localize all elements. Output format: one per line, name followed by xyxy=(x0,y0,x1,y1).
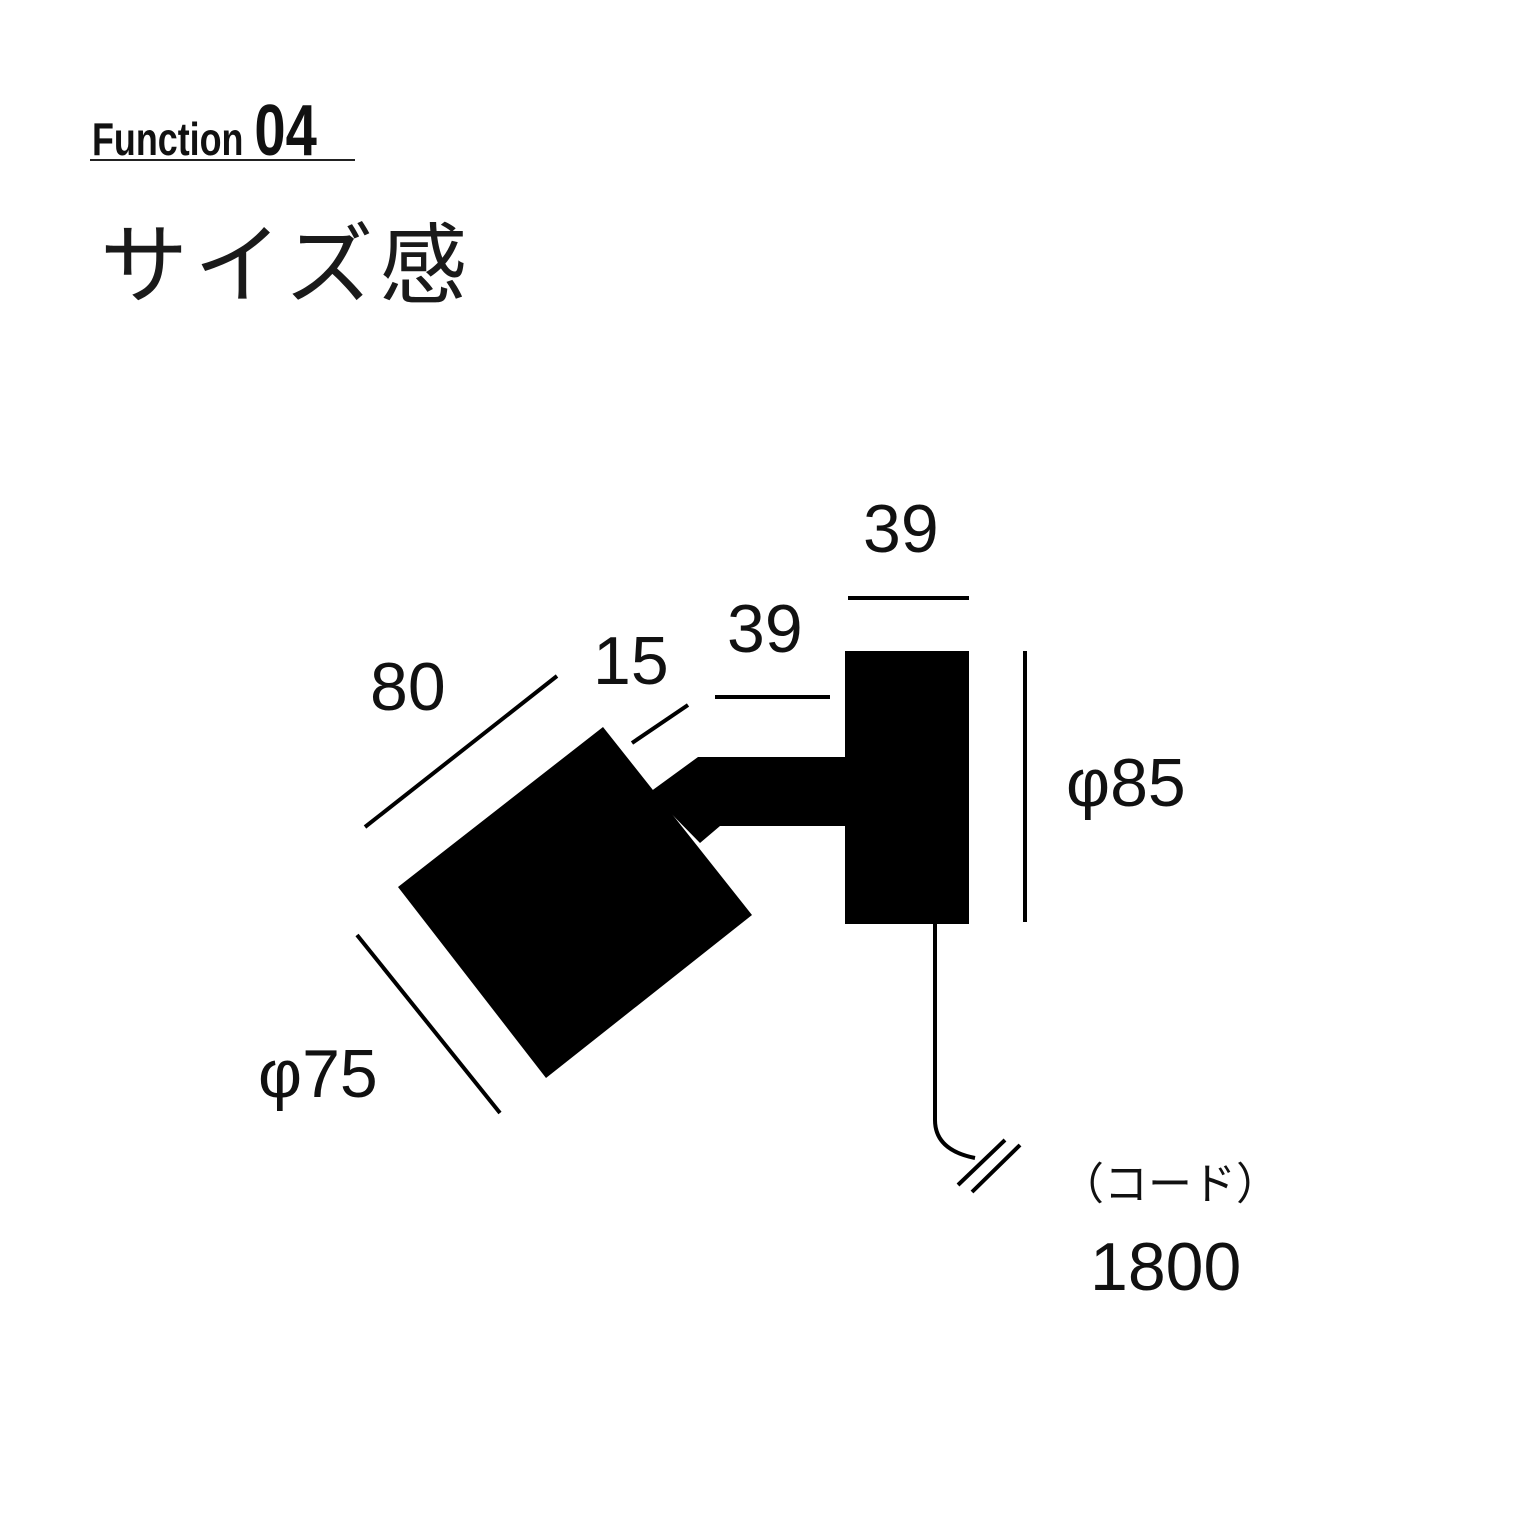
dim-line-shade-length xyxy=(363,674,559,829)
label-cord-length: 1800 xyxy=(1090,1229,1242,1305)
label-shade-diameter: φ75 xyxy=(258,1036,378,1112)
heading-underline xyxy=(90,159,355,161)
label-shade-length: 80 xyxy=(370,649,446,725)
label-cord: （コード） xyxy=(1060,1160,1280,1209)
dim-line-shade-diameter xyxy=(355,933,502,1115)
lamp-arm xyxy=(650,757,850,843)
function-number: 04 xyxy=(254,91,317,171)
cord-break-mark xyxy=(956,1138,1007,1187)
cord xyxy=(933,924,976,1160)
dim-line-joint xyxy=(630,703,690,745)
wall-base xyxy=(845,651,969,924)
cord-break-mark xyxy=(970,1143,1022,1194)
label-base-width: 39 xyxy=(863,491,939,567)
label-base-diameter: φ85 xyxy=(1066,745,1186,821)
label-arm-length: 39 xyxy=(727,591,803,667)
function-word: Function xyxy=(92,113,244,165)
lamp-shade xyxy=(398,727,752,1078)
label-joint: 15 xyxy=(593,623,669,699)
page-title: サイズ感 xyxy=(100,214,474,317)
